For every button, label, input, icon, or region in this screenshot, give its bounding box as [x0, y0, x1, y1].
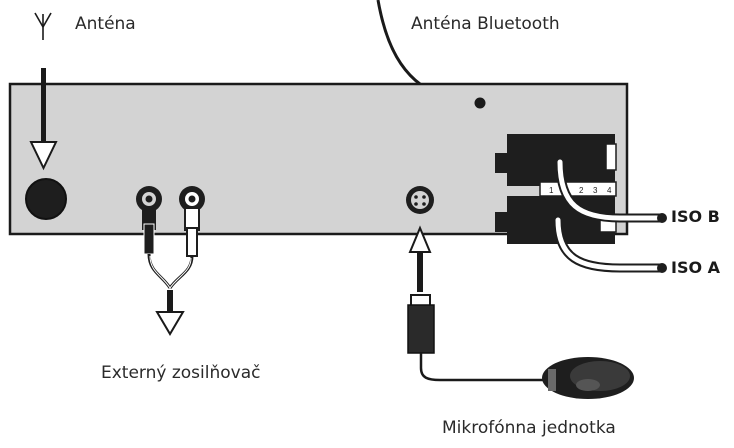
microphone-unit-label: Mikrofónna jednotka: [442, 418, 616, 438]
iso-a-cable-end: [657, 263, 667, 273]
iso-b-cable-end: [657, 213, 667, 223]
bluetooth-antenna-end: [474, 97, 486, 109]
iso-a-label: ISO A: [671, 258, 721, 277]
bluetooth-antenna-label: Anténa Bluetooth: [411, 14, 560, 34]
rca-connector-left: [136, 186, 162, 255]
iso-b-label: ISO B: [671, 207, 720, 226]
antenna-socket: [25, 178, 67, 220]
antenna-label: Anténa: [75, 14, 136, 34]
amplifier-arrow: [155, 290, 185, 336]
external-amplifier-label: Externý zosilňovač: [101, 363, 261, 383]
iso-pin-number: 3: [593, 186, 598, 195]
rca-connector-right: [179, 186, 205, 257]
microphone-arrow: [408, 225, 432, 292]
antenna-arrow: [29, 68, 58, 171]
iso-b-cable: [555, 157, 665, 223]
iso-pin-number: 4: [607, 186, 612, 195]
rca-cables: [147, 253, 194, 289]
iso-pin-number: 1: [549, 186, 554, 195]
microphone-plug: [407, 294, 435, 354]
iso-pin-number: 2: [579, 186, 584, 195]
antenna-icon: [34, 12, 52, 40]
microphone-socket: [406, 186, 434, 214]
microphone-cable: [419, 353, 545, 382]
iso-a-cable: [553, 215, 665, 273]
microphone-unit: [542, 357, 634, 399]
